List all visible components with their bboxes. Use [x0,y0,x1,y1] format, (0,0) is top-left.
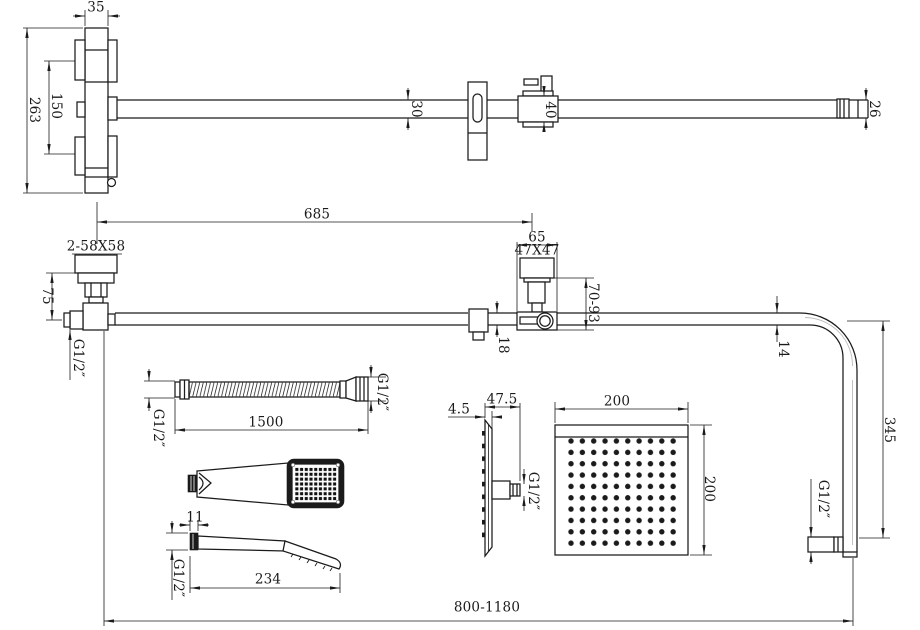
valve-handle [74,136,86,176]
rain-head-front-dimensions [554,402,712,556]
thread-label-head: G1/2″ [524,471,541,511]
front-view-dimensions [46,202,890,626]
hand-shower-dimensions [166,520,341,600]
rain-head-side-view [448,403,526,558]
dim-diverter-plate: 47X47 [514,242,560,259]
dim-diverter-body: 65 [528,229,546,246]
nozzle-dot-grid [565,435,679,549]
dim-valve-height: 263 [25,96,42,124]
rain-head-side-dimensions [448,403,526,511]
dim-head-width: 200 [603,393,631,410]
valve-handle [74,39,86,81]
valve-dimensions [23,10,120,194]
dim-elbow-height: 75 [38,287,55,305]
thread-label-hose-left: G1/2″ [149,408,166,448]
dim-head-depth: 47.5 [486,391,518,408]
rain-head-front-view [554,402,712,556]
dim-down-tube-length: 345 [880,416,897,444]
nozzle-grid [294,467,337,501]
dim-head-height: 200 [700,475,717,503]
hose-dimensions [144,365,386,434]
bar-end-cap [836,98,869,119]
dim-bar-diameter: 30 [407,100,424,118]
hand-shower-front-view [187,458,345,509]
slider-front-view [468,308,489,341]
dim-pipe-diameter: 14 [774,340,791,358]
dim-slider-depth: 18 [494,336,511,354]
dim-bar-length: 685 [303,206,331,223]
dim-hose-length: 1500 [248,414,284,431]
down-tube [799,312,858,558]
dim-valve-width: 35 [87,0,105,16]
dim-hand-length: 234 [254,571,282,588]
thread-label-down-tube: G1/2″ [814,479,831,519]
nozzle-ribs [482,431,485,545]
dim-wall-plates: 2-58X58 [66,238,126,255]
main-front-view [46,202,890,626]
valve-handle [107,39,118,83]
dim-diverter-depth: 70-93 [584,283,601,323]
wall-elbow-assembly [63,254,118,331]
dim-plate-thickness: 4.5 [447,401,471,418]
shower-bar-top-view [107,75,869,161]
slider-top-view [467,81,488,161]
valve-handle [107,135,118,178]
thread-label-hand: G1/2″ [169,558,186,598]
diverter-front-view [516,257,558,331]
valve-front-view [23,10,120,194]
diverter-top-view [517,75,559,128]
dim-bar-end-diameter: 26 [865,100,882,118]
thread-label-elbow: G1/2″ [69,338,86,378]
bar-dimensions [406,86,868,132]
dim-handle-spacing: 150 [47,92,64,120]
dim-diverter-width-top: 40 [541,101,558,119]
dim-overall-range: 800-1180 [453,599,521,616]
thread-label-hose-right: G1/2″ [373,372,390,412]
dim-hand-neck-width: 11 [186,509,204,526]
shower-hose [144,365,386,434]
hand-shower-side-view [166,520,342,600]
